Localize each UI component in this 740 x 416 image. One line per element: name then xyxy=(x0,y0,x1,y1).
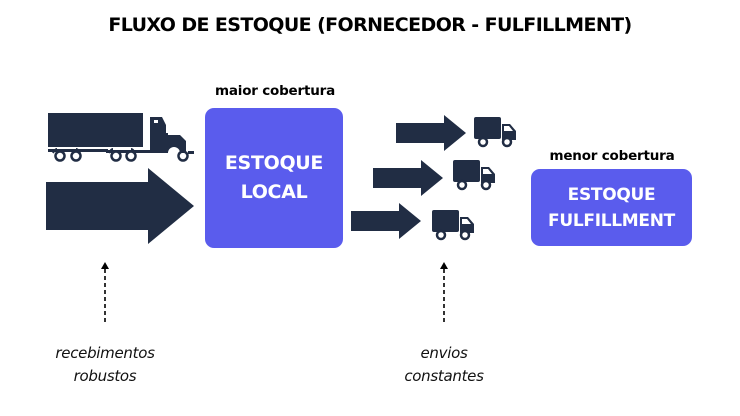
wheel xyxy=(125,150,137,162)
delivery-truck-icon xyxy=(453,160,495,191)
estoque-local-line2: LOCAL xyxy=(240,181,308,203)
small-arrow-icon xyxy=(396,115,466,151)
delivery-truck-icon xyxy=(474,117,516,148)
wheel xyxy=(70,150,82,162)
arrow-right-icon xyxy=(46,168,194,244)
estoque-fulfillment-line2: FULFILLMENT xyxy=(548,210,675,231)
wheel xyxy=(54,150,66,162)
dashed-up-arrow-icon xyxy=(440,262,448,322)
local-coverage-label: maior cobertura xyxy=(214,83,336,99)
note-left-line1: recebimentos xyxy=(55,344,155,362)
delivery-truck-icon xyxy=(432,210,474,241)
estoque-fulfillment-box: ESTOQUE FULFILLMENT xyxy=(531,169,692,246)
estoque-local-line1: ESTOQUE xyxy=(224,152,324,174)
diagram-title: FLUXO DE ESTOQUE (FORNECEDOR - FULFILLME… xyxy=(108,14,632,36)
dashed-up-arrow-icon xyxy=(101,262,109,322)
estoque-local-box: ESTOQUE LOCAL xyxy=(205,108,343,248)
fulfillment-coverage-label: menor cobertura xyxy=(549,148,675,164)
note-left-line2: robustos xyxy=(73,367,137,385)
semi-truck-icon xyxy=(48,113,194,162)
note-right-line2: constantes xyxy=(404,367,484,385)
estoque-fulfillment-line1: ESTOQUE xyxy=(567,184,656,205)
trailer xyxy=(48,113,143,147)
small-arrow-icon xyxy=(373,160,443,196)
note-recebimentos-robustos: recebimentos robustos xyxy=(30,342,180,388)
small-arrow-icon xyxy=(351,203,421,239)
wheel xyxy=(110,150,122,162)
note-envios-constantes: envios constantes xyxy=(374,342,514,388)
note-right-line1: envios xyxy=(420,344,468,362)
